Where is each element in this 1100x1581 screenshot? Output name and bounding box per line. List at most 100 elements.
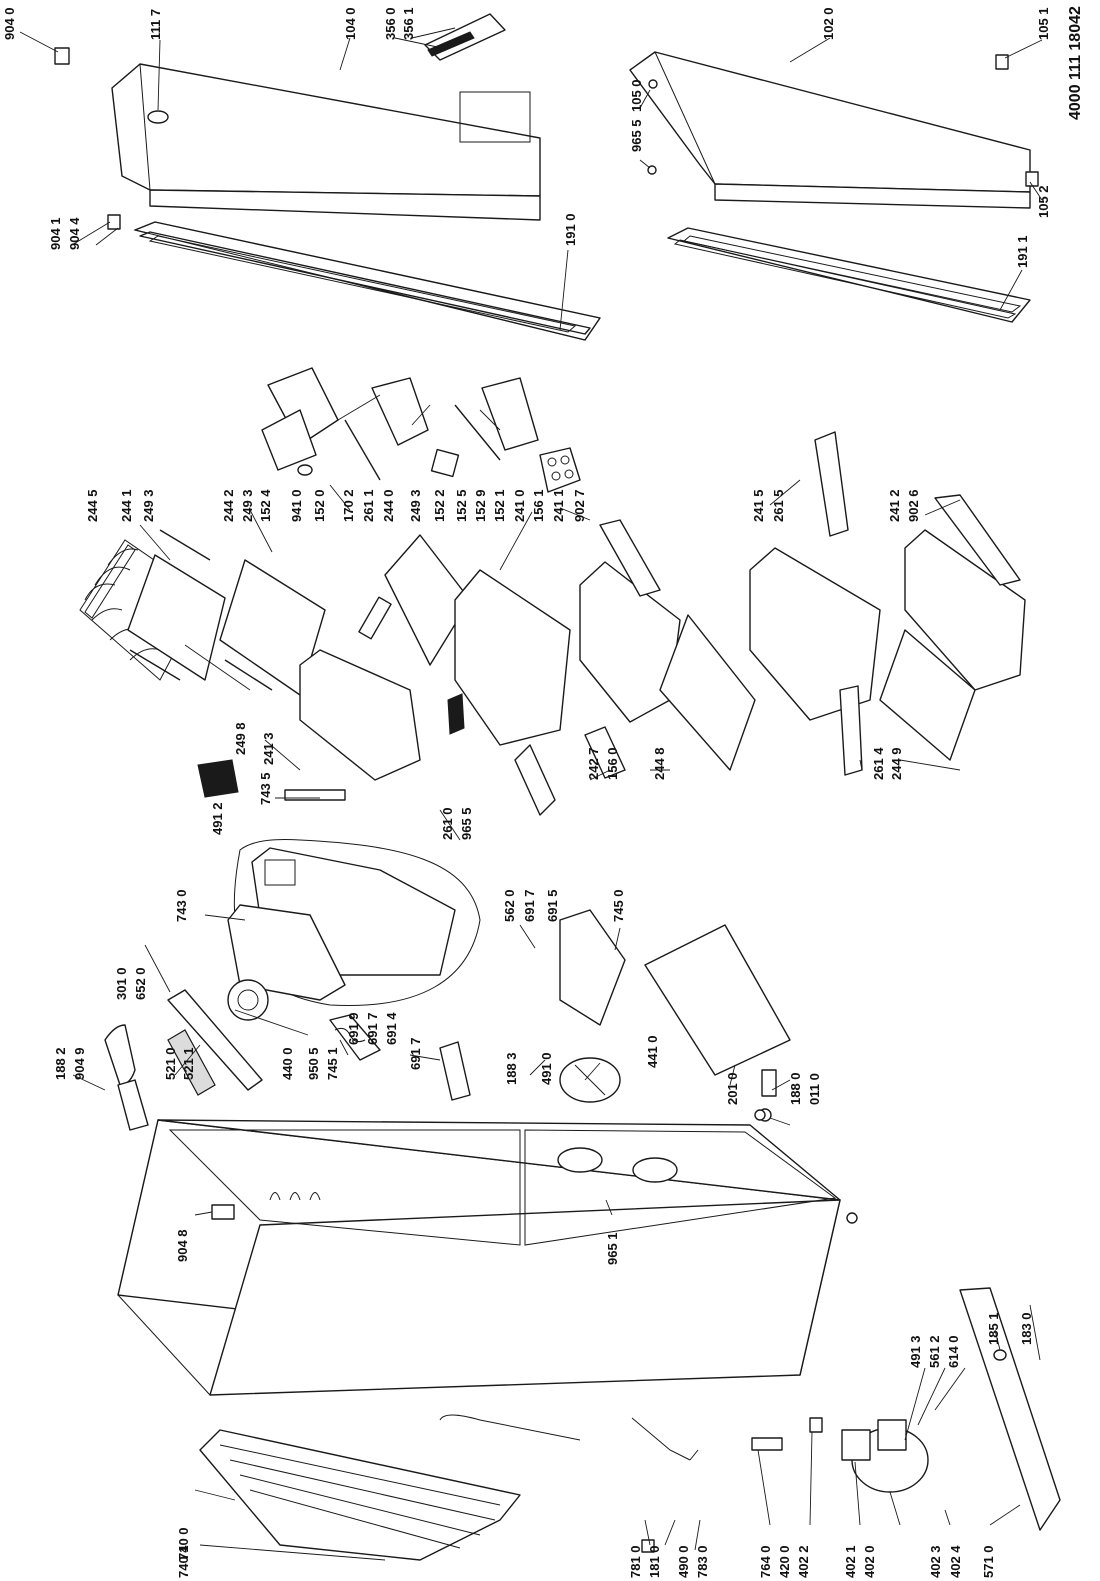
glass-shelves-upper bbox=[127, 529, 326, 696]
evaporator-heater bbox=[559, 909, 626, 1026]
label-183-0: 183 0 bbox=[1019, 1312, 1034, 1345]
label-244-5: 244 5 bbox=[85, 489, 100, 522]
label-691-4: 691 4 bbox=[384, 1012, 399, 1045]
label-740-0: 740 0 bbox=[176, 1527, 191, 1560]
door-handle-trim bbox=[424, 13, 506, 61]
fridge-door-gasket bbox=[133, 221, 601, 341]
small-tray-parts bbox=[197, 726, 626, 816]
label-783-0: 783 0 bbox=[695, 1545, 710, 1578]
label-241-0: 241 0 bbox=[512, 489, 527, 522]
label-201-0: 201 0 bbox=[725, 1072, 740, 1105]
door-bins bbox=[261, 367, 539, 481]
label-181-0: 181 0 bbox=[647, 1545, 662, 1578]
condenser bbox=[199, 1429, 521, 1561]
label-249-3-c: 249 3 bbox=[408, 489, 423, 522]
shelf-trims bbox=[284, 431, 1021, 801]
label-904-1: 904 1 bbox=[48, 217, 63, 250]
label-356-0: 356 0 bbox=[383, 7, 398, 40]
label-170-2: 170 2 bbox=[341, 489, 356, 522]
label-152-9: 152 9 bbox=[473, 489, 488, 522]
label-244-1: 244 1 bbox=[119, 489, 134, 522]
label-691-5: 691 5 bbox=[545, 889, 560, 922]
label-261-0: 261 0 bbox=[440, 807, 455, 840]
label-965-1: 965 1 bbox=[605, 1232, 620, 1265]
freezer-door bbox=[629, 51, 1031, 209]
label-902-7: 902 7 bbox=[572, 489, 587, 522]
label-249-8: 249 8 bbox=[233, 722, 248, 755]
air-damper-fan bbox=[559, 1057, 621, 1103]
label-261-4: 261 4 bbox=[871, 747, 886, 780]
label-244-9: 244 9 bbox=[889, 747, 904, 780]
label-441-0: 441 0 bbox=[645, 1035, 660, 1068]
label-743-0: 743 0 bbox=[174, 889, 189, 922]
crisper-drawers bbox=[299, 529, 1026, 781]
label-188-3: 188 3 bbox=[504, 1052, 519, 1085]
document-number: 4000 111 18042 bbox=[1067, 6, 1084, 120]
label-965-5-mid: 965 5 bbox=[459, 807, 474, 840]
label-156-1: 156 1 bbox=[531, 489, 546, 522]
label-745-0: 745 0 bbox=[611, 889, 626, 922]
label-188-0: 188 0 bbox=[788, 1072, 803, 1105]
label-571-0: 571 0 bbox=[981, 1545, 996, 1578]
label-104-0: 104 0 bbox=[343, 7, 358, 40]
fan-motor bbox=[227, 979, 269, 1021]
label-241-5: 241 5 bbox=[751, 489, 766, 522]
label-191-1: 191 1 bbox=[1015, 235, 1030, 268]
label-904-4: 904 4 bbox=[67, 217, 82, 250]
freezer-door-gasket bbox=[667, 227, 1031, 323]
fridge-door bbox=[111, 63, 541, 221]
label-152-0: 152 0 bbox=[312, 489, 327, 522]
label-402-2: 402 2 bbox=[796, 1545, 811, 1578]
label-491-2: 491 2 bbox=[210, 802, 225, 835]
label-102-0: 102 0 bbox=[821, 7, 836, 40]
label-691-7-b: 691 7 bbox=[365, 1012, 380, 1045]
evaporator-cover-assembly bbox=[227, 839, 481, 1007]
part-labels: 4000 111 18042 904 0 111 7 104 0 356 0 3… bbox=[2, 6, 1084, 1578]
label-561-2: 561 2 bbox=[927, 1335, 942, 1368]
led-lamp bbox=[439, 1041, 471, 1101]
label-152-2: 152 2 bbox=[432, 489, 447, 522]
label-490-0: 490 0 bbox=[676, 1545, 691, 1578]
label-241-1: 241 1 bbox=[551, 489, 566, 522]
label-244-2: 244 2 bbox=[221, 489, 236, 522]
label-652-0: 652 0 bbox=[133, 967, 148, 1000]
electronic-control-board bbox=[167, 989, 263, 1096]
label-402-3: 402 3 bbox=[928, 1545, 943, 1578]
label-491-3: 491 3 bbox=[908, 1335, 923, 1368]
label-950-5: 950 5 bbox=[306, 1047, 321, 1080]
label-491-0: 491 0 bbox=[539, 1052, 554, 1085]
label-691-7-c: 691 7 bbox=[408, 1037, 423, 1070]
label-402-4: 402 4 bbox=[948, 1545, 963, 1578]
compressor bbox=[809, 1417, 929, 1493]
label-521-0: 521 0 bbox=[163, 1047, 178, 1080]
drain-and-tubes bbox=[439, 1414, 699, 1553]
leader-lines bbox=[19, 27, 1043, 1561]
glass-shelves-lower bbox=[659, 614, 976, 771]
label-440-0: 440 0 bbox=[280, 1047, 295, 1080]
label-614-0: 614 0 bbox=[946, 1335, 961, 1368]
label-743-5: 743 5 bbox=[258, 772, 273, 805]
label-244-0: 244 0 bbox=[381, 489, 396, 522]
label-191-0: 191 0 bbox=[563, 213, 578, 246]
label-402-1: 402 1 bbox=[843, 1545, 858, 1578]
label-011-0: 011 0 bbox=[807, 1073, 822, 1105]
label-691-9: 691 9 bbox=[346, 1012, 361, 1045]
label-301-0: 301 0 bbox=[114, 967, 129, 1000]
hinge-pieces bbox=[54, 47, 1039, 230]
label-356-1: 356 1 bbox=[401, 7, 416, 40]
label-188-2: 188 2 bbox=[53, 1047, 68, 1080]
label-249-3-b: 249 3 bbox=[240, 489, 255, 522]
label-745-1: 745 1 bbox=[325, 1047, 340, 1080]
label-241-2: 241 2 bbox=[887, 489, 902, 522]
label-105-2: 105 2 bbox=[1036, 185, 1051, 218]
label-105-0: 105 0 bbox=[629, 79, 644, 112]
relay-and-starter bbox=[751, 1287, 1061, 1531]
label-904-0: 904 0 bbox=[2, 7, 17, 40]
label-781-0: 781 0 bbox=[628, 1545, 643, 1578]
label-244-8: 244 8 bbox=[652, 747, 667, 780]
label-965-5-top: 965 5 bbox=[629, 119, 644, 152]
label-185-1: 185 1 bbox=[986, 1312, 1001, 1345]
label-249-3-a: 249 3 bbox=[141, 489, 156, 522]
label-242-7: 242 7 bbox=[586, 747, 601, 780]
label-241-3: 241 3 bbox=[261, 732, 276, 765]
